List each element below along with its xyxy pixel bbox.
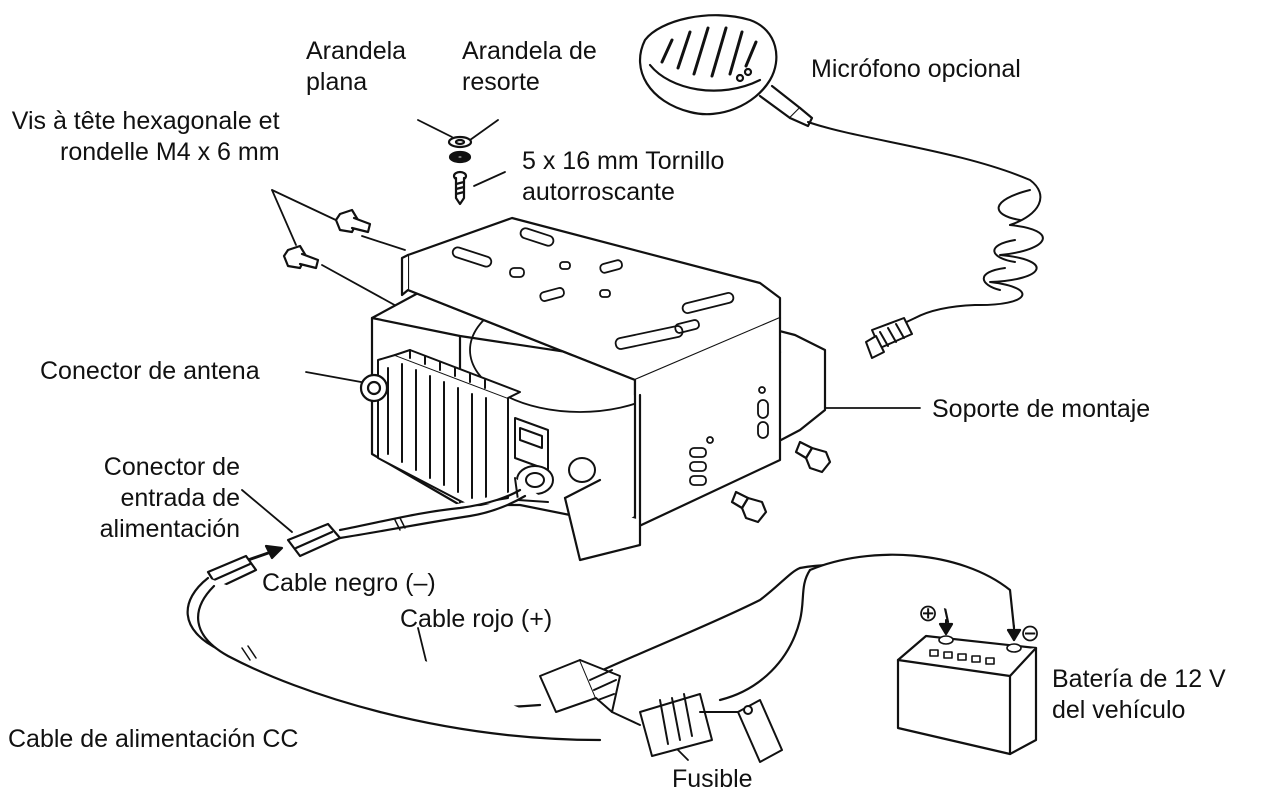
microphone-part: [639, 14, 814, 128]
arrow: [246, 544, 284, 562]
hex-screws: [282, 208, 832, 524]
mounting-bracket: [400, 216, 782, 562]
label-flat-washer: Arandela plana: [306, 37, 407, 96]
label-tapping-screw: 5 x 16 mm Tornillo autorroscante: [522, 147, 725, 206]
microphone-cord: [807, 121, 1044, 359]
label-antenna-connector: Conector de antena: [40, 357, 260, 385]
label-spring-washer: Arandela de resorte: [462, 37, 597, 96]
rear-connectors: [514, 417, 596, 503]
label-black-cable: Cable negro (–): [262, 569, 436, 597]
label-microphone: Micrófono opcional: [811, 55, 1021, 83]
washers-and-screw: [447, 135, 473, 206]
negative-terminal-icon: ⊖: [1020, 620, 1041, 647]
heat-sink: [377, 349, 521, 506]
label-red-cable: Cable rojo (+): [400, 605, 553, 633]
label-fuse: Fusible: [672, 765, 753, 793]
antenna-connector-part: [359, 373, 389, 403]
label-power-connector: Conector de entrada de alimentación: [99, 453, 240, 543]
power-connector-part: [286, 488, 527, 558]
battery-part: [896, 619, 1038, 756]
dc-cable-part: [186, 553, 1016, 742]
fuse-holder-part: [539, 659, 783, 763]
positive-terminal-icon: ⊕: [918, 600, 939, 627]
label-hex-screw: Vis à tête hexagonale et rondelle M4 x 6…: [11, 107, 280, 166]
label-dc-cable: Cable de alimentación CC: [8, 725, 299, 753]
label-battery: Batería de 12 V del vehículo: [1052, 665, 1226, 724]
bracket-slots: [451, 227, 769, 486]
label-mounting-bracket: Soporte de montaje: [932, 395, 1151, 423]
